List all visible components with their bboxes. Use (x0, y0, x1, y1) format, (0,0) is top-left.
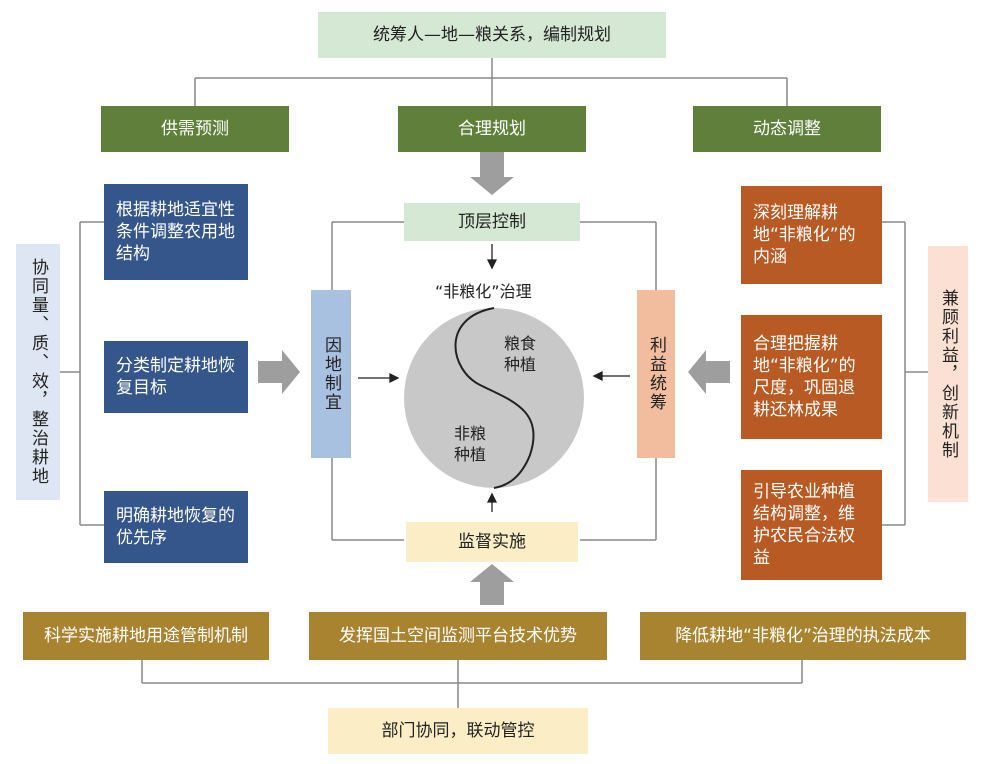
benefit-coordination-box: 利益统筹 (637, 290, 675, 458)
left-box-priority-text: 明确耕地恢复的优先序 (116, 505, 235, 548)
arrow-up-to-supervision (470, 564, 514, 605)
left-box-structure: 根据耕地适宜性条件调整农用地结构 (104, 184, 248, 280)
grain-planting-label: 粮食种植 (504, 334, 537, 374)
arrow-left-to-benefit (688, 350, 730, 394)
bottom-box-monitoring: 发挥国土空间监测平台技术优势 (309, 612, 607, 660)
right-box-scale-text: 合理把握耕地“非粮化”的尺度，巩固退耕还林成果 (753, 333, 856, 421)
arrow-right-to-local (258, 350, 300, 394)
adjustment-label: 动态调整 (753, 118, 821, 139)
bottom-title-box: 部门协同，联动管控 (328, 708, 588, 754)
benefit-coordination-label: 利益统筹 (646, 336, 667, 412)
left-side-label: 协同量、质、效，整治耕地 (28, 258, 49, 486)
right-bracket-lines (882, 221, 928, 526)
bottom-box-control-text: 科学实施耕地用途管制机制 (44, 625, 248, 646)
right-box-connotation: 深刻理解耕地“非粮化”的内涵 (741, 186, 882, 284)
right-side-label-box: 兼顾利益，创新机制 (928, 246, 968, 502)
center-frame-lines (331, 221, 657, 541)
supervision-box: 监督实施 (406, 522, 578, 562)
forecast-label: 供需预测 (161, 118, 229, 139)
adjustment-box: 动态调整 (693, 106, 881, 152)
local-adaptation-label: 因地制宜 (321, 336, 342, 412)
top-control-label: 顶层控制 (458, 211, 526, 232)
bottom-box-cost: 降低耕地“非粮化”治理的执法成本 (640, 612, 966, 660)
nongrain-planting-label: 非粮种植 (454, 424, 487, 464)
right-side-label: 兼顾利益，创新机制 (938, 288, 959, 460)
top-title-text: 统筹人—地—粮关系，编制规划 (373, 24, 611, 45)
small-arrows (358, 244, 630, 512)
bottom-box-monitoring-text: 发挥国土空间监测平台技术优势 (339, 625, 577, 646)
right-box-scale: 合理把握耕地“非粮化”的尺度，巩固退耕还林成果 (741, 315, 882, 439)
right-box-rights: 引导农业种植结构调整，维护农民合法权益 (741, 470, 882, 580)
arrow-down-to-top-control (470, 152, 514, 195)
left-box-priority: 明确耕地恢复的优先序 (104, 491, 248, 563)
left-box-targets-text: 分类制定耕地恢复目标 (116, 355, 235, 398)
planning-label: 合理规划 (458, 118, 526, 139)
bottom-tree-lines (141, 660, 803, 708)
bottom-box-cost-text: 降低耕地“非粮化”治理的执法成本 (675, 625, 931, 646)
governance-title: “非粮化”治理 (435, 282, 532, 301)
yin-yang-circle (404, 308, 584, 488)
local-adaptation-box: 因地制宜 (311, 290, 351, 458)
yin-yang-curve (454, 307, 535, 489)
forecast-box: 供需预测 (101, 106, 289, 152)
planning-box: 合理规划 (398, 106, 586, 152)
bottom-box-control: 科学实施耕地用途管制机制 (23, 612, 269, 660)
left-box-structure-text: 根据耕地适宜性条件调整农用地结构 (116, 199, 235, 265)
supervision-label: 监督实施 (458, 531, 526, 552)
right-box-connotation-text: 深刻理解耕地“非粮化”的内涵 (753, 202, 856, 268)
bottom-title-text: 部门协同，联动管控 (381, 720, 535, 741)
left-side-label-box: 协同量、质、效，整治耕地 (16, 244, 60, 500)
top-tree-lines (194, 58, 788, 106)
left-bracket-lines (60, 221, 104, 526)
top-control-box: 顶层控制 (404, 203, 580, 241)
top-title-box: 统筹人—地—粮关系，编制规划 (318, 12, 666, 58)
left-box-targets: 分类制定耕地恢复目标 (104, 341, 248, 413)
right-box-rights-text: 引导农业种植结构调整，维护农民合法权益 (753, 481, 855, 569)
